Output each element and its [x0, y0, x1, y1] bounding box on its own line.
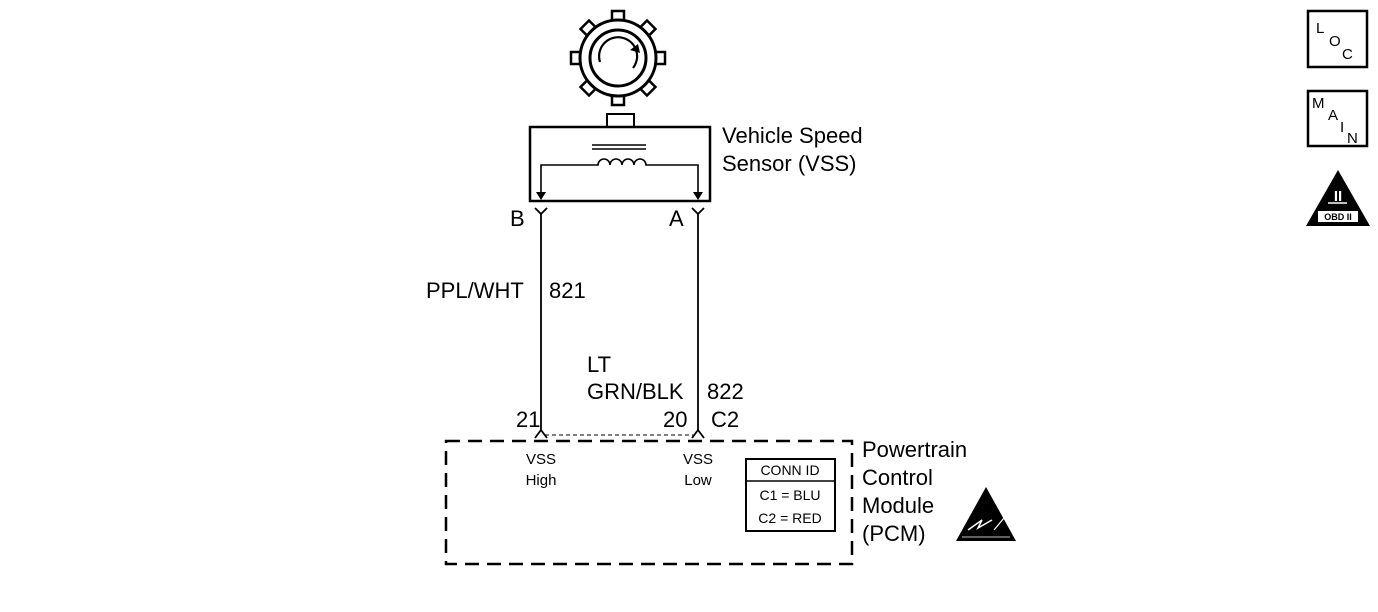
pcm-name-line2: Control	[862, 465, 933, 490]
vss-low-label-1: VSS	[683, 451, 713, 468]
esd-warning-icon	[956, 487, 1016, 541]
pcm-name-line1: Powertrain	[862, 437, 967, 462]
sensor-name-line2: Sensor (VSS)	[722, 151, 857, 176]
pcm-pin-high: 21	[516, 407, 540, 432]
obd-ii-icon[interactable]: II OBD II	[1306, 170, 1370, 226]
sensor-shaft	[606, 113, 635, 128]
pcm-name-line3: Module	[862, 493, 934, 518]
main-button[interactable]: M A I N	[1306, 89, 1369, 148]
wire1-color: PPL/WHT	[426, 278, 524, 303]
main-letter-m: M	[1312, 95, 1325, 112]
terminal-a-label: A	[669, 206, 684, 231]
conn-id-title: CONN ID	[760, 462, 819, 478]
obd-numeral: II	[1334, 188, 1342, 205]
vss-high-label-1: VSS	[526, 451, 556, 468]
loc-letter-c: C	[1342, 46, 1353, 63]
pcm-pin-low: 20	[663, 407, 687, 432]
arrow-down-a	[693, 192, 703, 200]
loc-button[interactable]: L O C	[1306, 9, 1369, 69]
conn-id-c2: C2 = RED	[758, 510, 821, 526]
reluctor-wheel-icon	[569, 9, 667, 107]
wire2-color-line1: LT	[587, 352, 611, 377]
wire2-circuit: 822	[707, 379, 744, 404]
terminal-b-label: B	[510, 206, 525, 231]
vss-sensor-body	[528, 125, 712, 203]
conn-id-c1: C1 = BLU	[759, 487, 820, 503]
vss-low-label-2: Low	[684, 472, 712, 489]
main-letter-a: A	[1328, 107, 1338, 124]
main-letter-n: N	[1347, 130, 1358, 147]
pcm-box	[444, 439, 854, 566]
wire1-circuit: 821	[549, 278, 586, 303]
coil-icon	[540, 144, 699, 194]
conn-id-box	[745, 458, 836, 532]
main-letter-i: I	[1340, 119, 1344, 136]
loc-letter-o: O	[1329, 33, 1341, 50]
obd-text: OBD II	[1324, 212, 1352, 222]
wire-lt-grn-blk	[691, 207, 705, 439]
loc-letter-l: L	[1316, 20, 1324, 37]
pcm-name-line4: (PCM)	[862, 521, 926, 546]
pcm-connector-label: C2	[711, 407, 739, 432]
vss-high-label-2: High	[526, 472, 557, 489]
arrow-down-b	[536, 192, 546, 200]
wire2-color-line2: GRN/BLK	[587, 379, 684, 404]
wire-ppl-wht	[534, 207, 548, 439]
sensor-name-line1: Vehicle Speed	[722, 123, 863, 148]
